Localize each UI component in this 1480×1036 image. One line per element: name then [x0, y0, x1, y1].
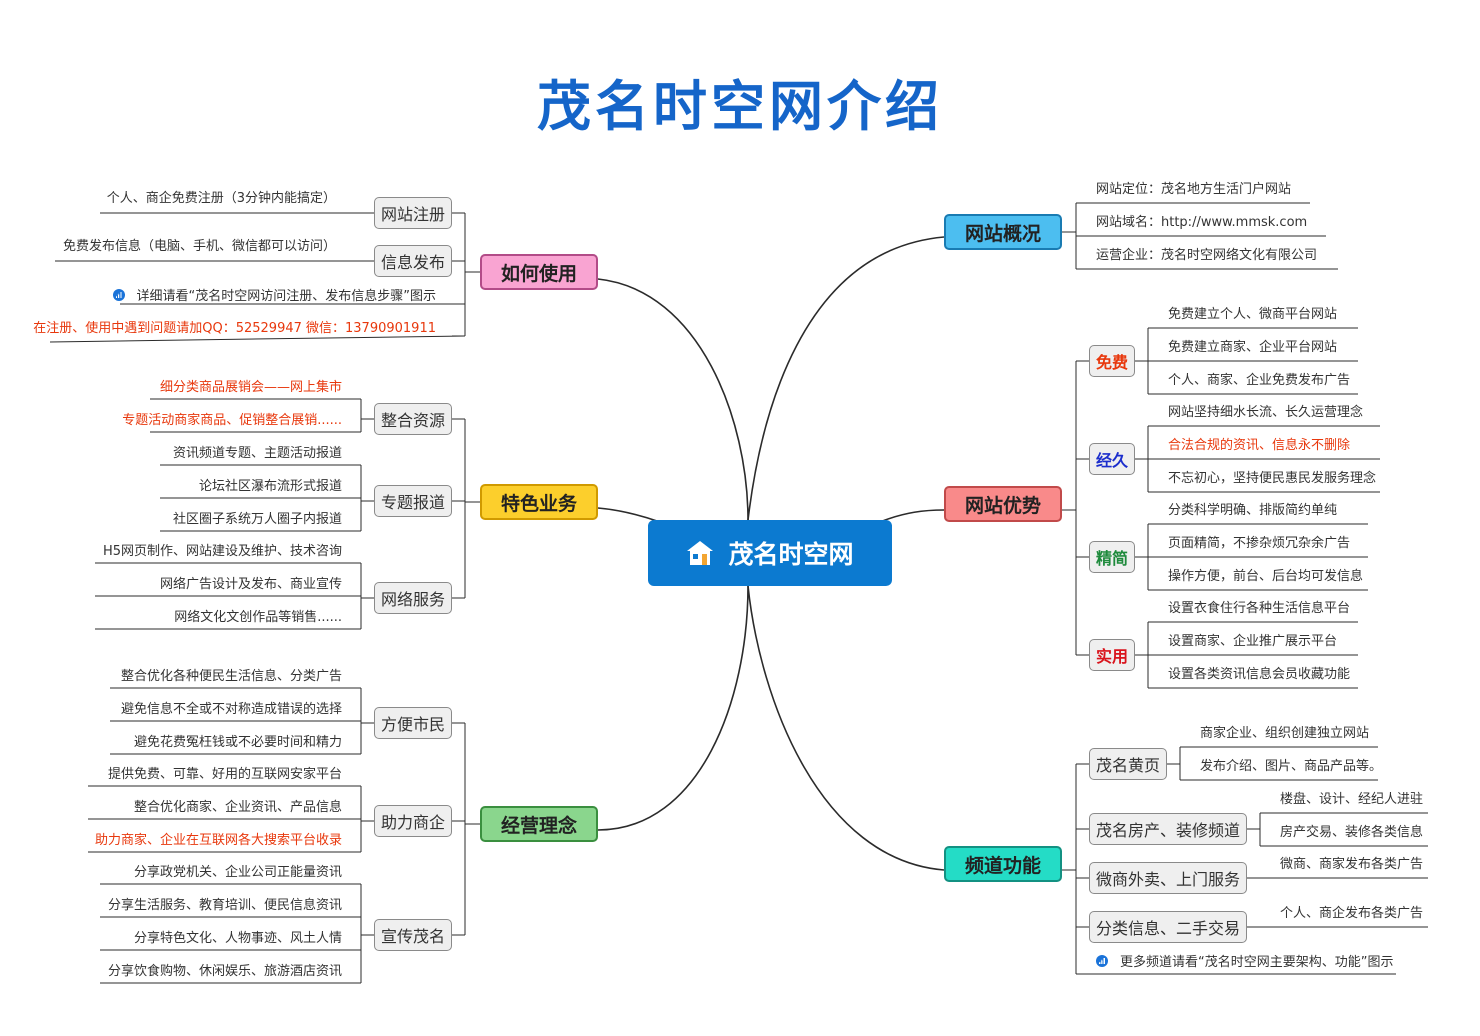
sub-free[interactable]: 免费: [1089, 345, 1135, 377]
leaf: 分享生活服务、教育培训、便民信息资讯: [107, 898, 342, 913]
topic-concept[interactable]: 经营理念: [480, 806, 598, 842]
leaf: 避免花费冤枉钱或不必要时间和精力: [133, 735, 342, 750]
sub-services[interactable]: 网络服务: [374, 582, 452, 614]
leaf: 网络广告设计及发布、商业宣传: [159, 577, 342, 592]
connector: [49, 335, 466, 343]
leaf: 设置衣食住行各种生活信息平台: [1168, 601, 1351, 616]
topic-business[interactable]: 特色业务: [480, 484, 598, 520]
center-topic[interactable]: 茂名时空网: [648, 520, 892, 586]
leaf: 网站域名：http://www.mmsk.com: [1096, 215, 1308, 230]
topic-usage[interactable]: 如何使用: [480, 254, 598, 290]
sub-resources[interactable]: 整合资源: [374, 403, 452, 435]
topic-overview[interactable]: 网站概况: [944, 214, 1062, 250]
leaf: 分享特色文化、人物事迹、风土人情: [133, 931, 342, 946]
leaf: 整合优化各种便民生活信息、分类广告: [120, 669, 342, 684]
sub-classifieds[interactable]: 分类信息、二手交易: [1089, 911, 1247, 943]
leaf: 细分类商品展销会——网上集市: [159, 380, 342, 395]
leaf: 个人、商家、企业免费发布广告: [1168, 373, 1351, 388]
topic-channel[interactable]: 频道功能: [944, 846, 1062, 882]
sub-publish[interactable]: 信息发布: [374, 245, 452, 277]
leaf: 分享政党机关、企业公司正能量资讯: [133, 865, 342, 880]
chart-icon: [112, 289, 125, 301]
note-more-channels-label: 更多频道请看“茂名时空网主要架构、功能”图示: [1120, 955, 1394, 970]
sub-enterprises[interactable]: 助力商企: [374, 805, 452, 837]
chart-icon: [1096, 955, 1108, 967]
sub-register[interactable]: 网站注册: [374, 197, 452, 229]
leaf: 助力商家、企业在互联网各大搜索平台收录: [94, 833, 342, 848]
leaf: 论坛社区瀑布流形式报道: [198, 479, 342, 494]
page-title: 茂名时空网介绍: [537, 74, 943, 138]
leaf: 个人、商企免费注册（3分钟内能搞定）: [106, 191, 336, 206]
house-icon: [686, 540, 714, 566]
leaf: 房产交易、装修各类信息: [1280, 825, 1424, 840]
note-steps-label: 详细请看“茂名时空网访问注册、发布信息步骤”图示: [136, 289, 436, 304]
leaf: 分类科学明确、排版简约单纯: [1168, 503, 1338, 518]
leaf: 资讯频道专题、主题活动报道: [172, 446, 342, 461]
leaf: 运营企业：茂名时空网络文化有限公司: [1096, 248, 1318, 263]
sub-property[interactable]: 茂名房产、装修频道: [1089, 813, 1247, 845]
connector: [747, 236, 945, 521]
leaf: 提供免费、可靠、好用的互联网安家平台: [107, 767, 342, 782]
leaf: 社区圈子系统万人圈子内报道: [172, 512, 342, 527]
connector: [747, 585, 945, 871]
leaf: 页面精简，不掺杂烦冗杂余广告: [1168, 536, 1351, 551]
sub-citizens[interactable]: 方便市民: [374, 707, 452, 739]
leaf: 商家企业、组织创建独立网站: [1200, 726, 1370, 741]
leaf: 免费建立商家、企业平台网站: [1168, 340, 1338, 355]
sub-reports[interactable]: 专题报道: [374, 485, 452, 517]
sub-yellow-pages[interactable]: 茂名黄页: [1089, 748, 1167, 780]
note-contact: 在注册、使用中遇到问题请加QQ：52529947 微信：13790901911: [33, 321, 436, 336]
leaf: 免费发布信息（电脑、手机、微信都可以访问）: [62, 239, 336, 254]
leaf: 专题活动商家商品、促销整合展销......: [122, 413, 342, 428]
leaf: 整合优化商家、企业资讯、产品信息: [133, 800, 342, 815]
sub-concise[interactable]: 精简: [1089, 541, 1135, 573]
leaf: 设置各类资讯信息会员收藏功能: [1168, 667, 1351, 682]
leaf: 合法合规的资讯、信息永不删除: [1168, 438, 1351, 453]
leaf: 网络文化文创作品等销售......: [174, 610, 342, 625]
leaf: 发布介绍、图片、商品产品等。: [1200, 759, 1383, 774]
sub-lasting[interactable]: 经久: [1089, 443, 1135, 475]
leaf: 微商、商家发布各类广告: [1280, 857, 1424, 872]
note-more-channels[interactable]: 更多频道请看“茂名时空网主要架构、功能”图示: [1096, 954, 1393, 972]
leaf: 避免信息不全或不对称造成错误的选择: [120, 702, 342, 717]
center-label: 茂名时空网: [728, 540, 854, 569]
leaf: 操作方便，前台、后台均可发信息: [1168, 569, 1364, 584]
sub-delivery[interactable]: 微商外卖、上门服务: [1089, 862, 1247, 894]
leaf: 网站坚持细水长流、长久运营理念: [1168, 405, 1364, 420]
leaf: 分享饮食购物、休闲娱乐、旅游酒店资讯: [107, 964, 342, 979]
leaf: 楼盘、设计、经纪人进驻: [1280, 792, 1424, 807]
leaf: 设置商家、企业推广展示平台: [1168, 634, 1338, 649]
sub-practical[interactable]: 实用: [1089, 639, 1135, 671]
leaf: 不忘初心，坚持便民惠民发服务理念: [1168, 471, 1377, 486]
leaf: 免费建立个人、微商平台网站: [1168, 307, 1338, 322]
connector: [879, 509, 945, 523]
connector: [597, 278, 749, 521]
connector: [597, 585, 749, 831]
leaf: H5网页制作、网站建设及维护、技术咨询: [102, 544, 342, 559]
note-steps[interactable]: 详细请看“茂名时空网访问注册、发布信息步骤”图示: [112, 288, 436, 306]
topic-advantage[interactable]: 网站优势: [944, 486, 1062, 522]
leaf: 网站定位：茂名地方生活门户网站: [1096, 182, 1292, 197]
leaf: 个人、商企发布各类广告: [1280, 906, 1424, 921]
sub-promote[interactable]: 宣传茂名: [374, 919, 452, 951]
